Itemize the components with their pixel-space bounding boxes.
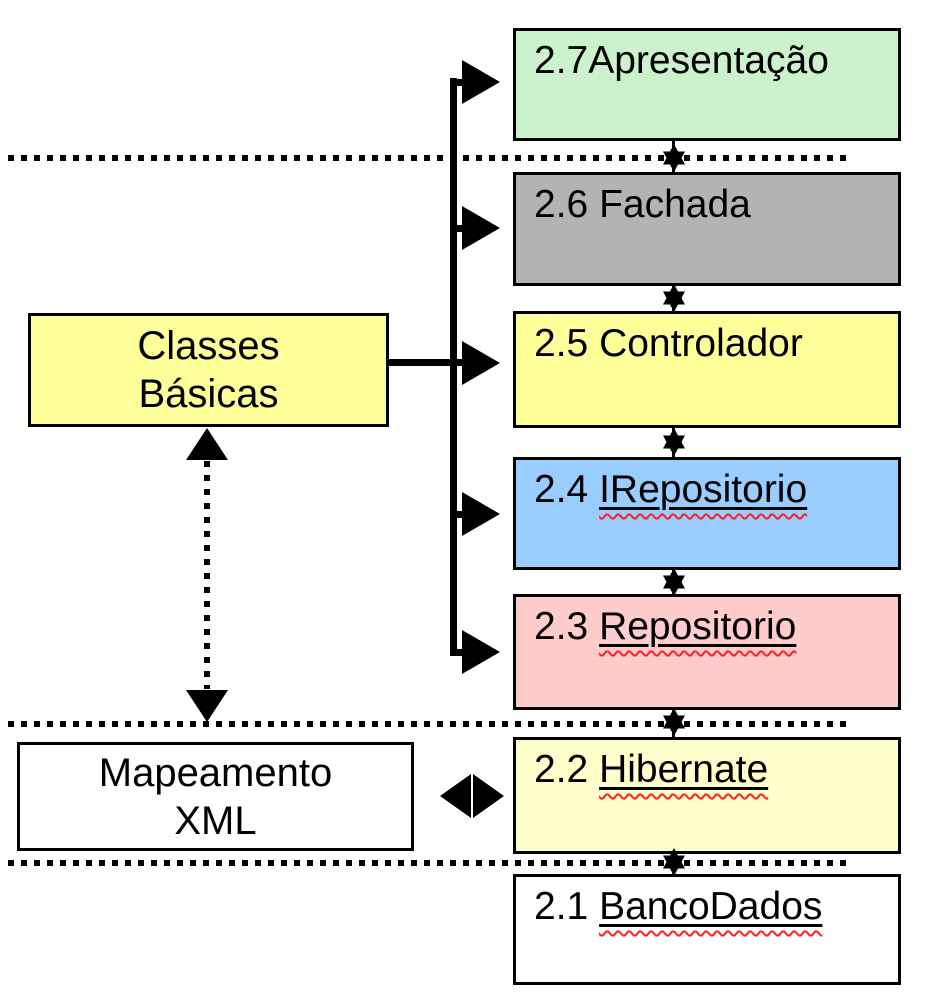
six-pointed-star-icon xyxy=(663,428,685,456)
right-arrowhead-icon xyxy=(462,341,500,385)
mapeamento-xml-line1: Mapeamento xyxy=(98,750,333,795)
layer-box-2-3-repositorio: 2.3 Repositorio xyxy=(513,594,901,710)
right-arrowhead-icon xyxy=(462,206,500,250)
classes-basicas-box: Classes Básicas xyxy=(28,313,389,427)
six-pointed-star-icon xyxy=(663,144,685,172)
layer-box-2-1-bancodados: 2.1 BancoDados xyxy=(513,874,901,985)
dotted-dependency-line xyxy=(204,461,210,689)
branch-stub xyxy=(450,225,463,232)
trunk-line xyxy=(450,78,457,656)
mapeamento-xml-box: Mapeamento XML xyxy=(17,742,414,851)
dotted-separator-top xyxy=(8,155,853,161)
layer-label: 2.3 Repositorio xyxy=(534,605,797,648)
layer-label: 2.1 BancoDados xyxy=(534,885,823,928)
six-pointed-star-icon xyxy=(663,708,685,736)
branch-stub xyxy=(450,359,463,366)
layer-label: 2.4 IRepositorio xyxy=(534,468,808,511)
layer-box-2-4-irepositorio: 2.4 IRepositorio xyxy=(513,457,901,570)
six-pointed-star-icon xyxy=(663,568,685,596)
diamond-icon xyxy=(473,774,504,818)
right-arrowhead-icon xyxy=(462,492,500,536)
dotted-arrow-down-icon xyxy=(186,690,228,722)
diamond-icon xyxy=(440,774,471,818)
dotted-arrow-up-icon xyxy=(186,428,228,460)
branch-stub xyxy=(450,649,463,656)
branch-stub xyxy=(450,511,463,518)
layer-box-2-2-hibernate: 2.2 Hibernate xyxy=(513,737,901,854)
classes-to-trunk-line xyxy=(386,359,457,366)
six-pointed-star-icon xyxy=(663,848,685,876)
classes-basicas-line1: Classes xyxy=(137,324,280,368)
branch-stub xyxy=(450,79,463,86)
dotted-separator-bottom xyxy=(8,860,853,866)
layer-box-2-6-fachada: 2.6 Fachada xyxy=(513,172,901,286)
layer-box-2-5-controlador: 2.5 Controlador xyxy=(513,311,901,428)
classes-basicas-line2: Básicas xyxy=(138,372,279,416)
layer-label: 2.6 Fachada xyxy=(534,183,751,226)
right-arrowhead-icon xyxy=(462,630,500,674)
layer-label: 2.5 Controlador xyxy=(534,322,803,365)
dotted-separator-middle xyxy=(8,721,853,727)
six-pointed-star-icon xyxy=(663,284,685,312)
right-arrowhead-icon xyxy=(462,60,500,104)
mapeamento-xml-line2: XML xyxy=(174,798,257,843)
layer-label: 2.2 Hibernate xyxy=(534,748,769,791)
layer-label: 2.7Apresentação xyxy=(534,39,829,82)
layer-box-2-7-apresentacao: 2.7Apresentação xyxy=(513,28,901,141)
